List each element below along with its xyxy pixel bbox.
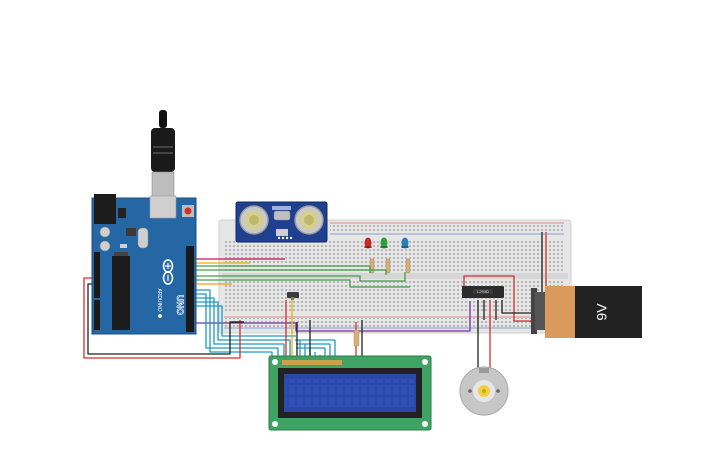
reset-button xyxy=(184,207,192,215)
wire-lcd-2 xyxy=(196,293,279,358)
wire-lcd-5 xyxy=(196,305,296,337)
wire-battery-neg xyxy=(501,300,535,314)
wire-led-3 xyxy=(196,272,406,282)
arduino-logo xyxy=(162,259,174,285)
breadboard-top-rail xyxy=(330,224,564,233)
wire-led-2 xyxy=(196,269,387,275)
breadboard xyxy=(218,219,572,334)
wire-lcd-4 xyxy=(196,301,291,358)
usb-cable xyxy=(159,110,167,128)
wire-battery-pos xyxy=(463,275,545,322)
lcd-pin-header xyxy=(282,360,342,365)
battery-cap xyxy=(575,286,642,338)
breadboard-bottom-rail xyxy=(224,318,564,327)
battery-label: 9V xyxy=(594,303,610,321)
breadboard-lower-terminals xyxy=(224,281,564,311)
wire-lcd-1 xyxy=(196,289,273,358)
lcd-resistor xyxy=(353,329,360,347)
wire-lcd-3 xyxy=(196,297,285,358)
led-red xyxy=(364,237,372,249)
analog-header xyxy=(94,300,100,330)
potentiometer xyxy=(287,292,299,300)
atmega-chip xyxy=(112,256,130,330)
led-green xyxy=(380,237,388,249)
lcd-display xyxy=(268,355,432,431)
digital-header xyxy=(186,246,194,332)
arduino-model-label: UNO xyxy=(175,295,185,315)
power-jack xyxy=(94,194,116,224)
arduino-brand-label: ARDUINO xyxy=(156,288,162,311)
ultrasonic-sensor xyxy=(235,201,328,243)
breadboard-channel xyxy=(222,273,568,279)
motor-driver-ic: L293D xyxy=(462,286,504,298)
dc-motor xyxy=(459,366,509,416)
battery-9v: 9V xyxy=(531,286,642,338)
arduino-uno: UNO ARDUINO xyxy=(91,110,197,335)
led-blue xyxy=(401,237,409,249)
wire-led-4 xyxy=(196,279,410,288)
battery-body xyxy=(545,286,575,338)
wire-5v xyxy=(83,277,241,359)
wire-driver-in xyxy=(196,301,471,332)
wire-led-1 xyxy=(196,265,371,273)
motor-driver-label: L293D xyxy=(477,289,489,294)
power-header xyxy=(94,252,100,298)
